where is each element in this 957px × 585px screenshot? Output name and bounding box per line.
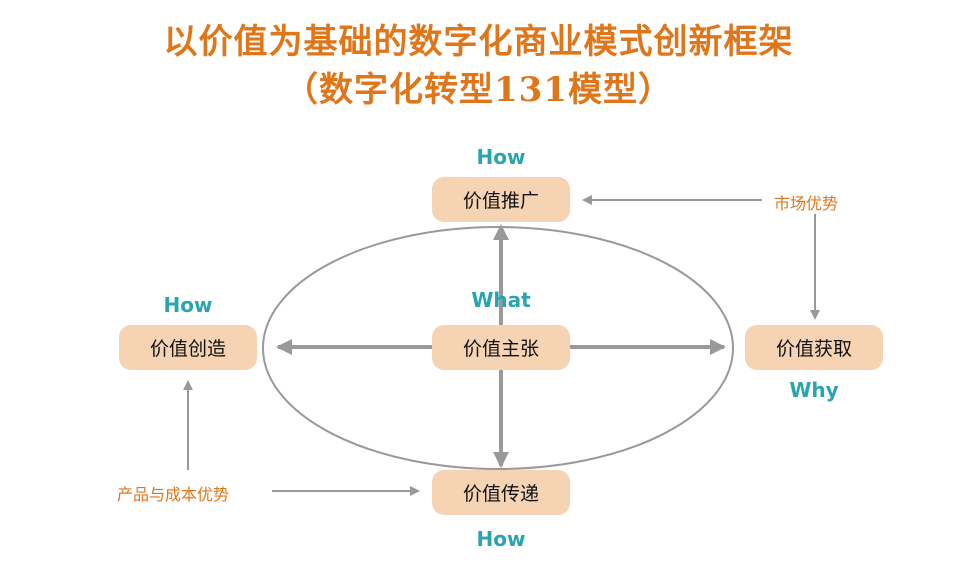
proposition-question: What <box>471 288 531 312</box>
product-cost-advantage-label: 产品与成本优势 <box>117 485 230 504</box>
capture-question: Why <box>789 378 839 402</box>
title-line-2: （数字化转型131模型） <box>284 70 673 110</box>
node-value-proposition: 价值主张 <box>432 325 570 370</box>
creation-question: How <box>163 293 213 317</box>
market-advantage-label: 市场优势 <box>774 194 839 213</box>
delivery-question: How <box>476 527 526 551</box>
promotion-question: How <box>476 145 526 169</box>
node-value-delivery: 价值传递 <box>432 470 570 515</box>
node-value-promotion: 价值推广 <box>432 177 570 222</box>
node-value-creation: 价值创造 <box>119 325 257 370</box>
node-value-capture: 价值获取 <box>745 325 883 370</box>
title-line-1: 以价值为基础的数字化商业模式创新框架 <box>163 22 794 62</box>
